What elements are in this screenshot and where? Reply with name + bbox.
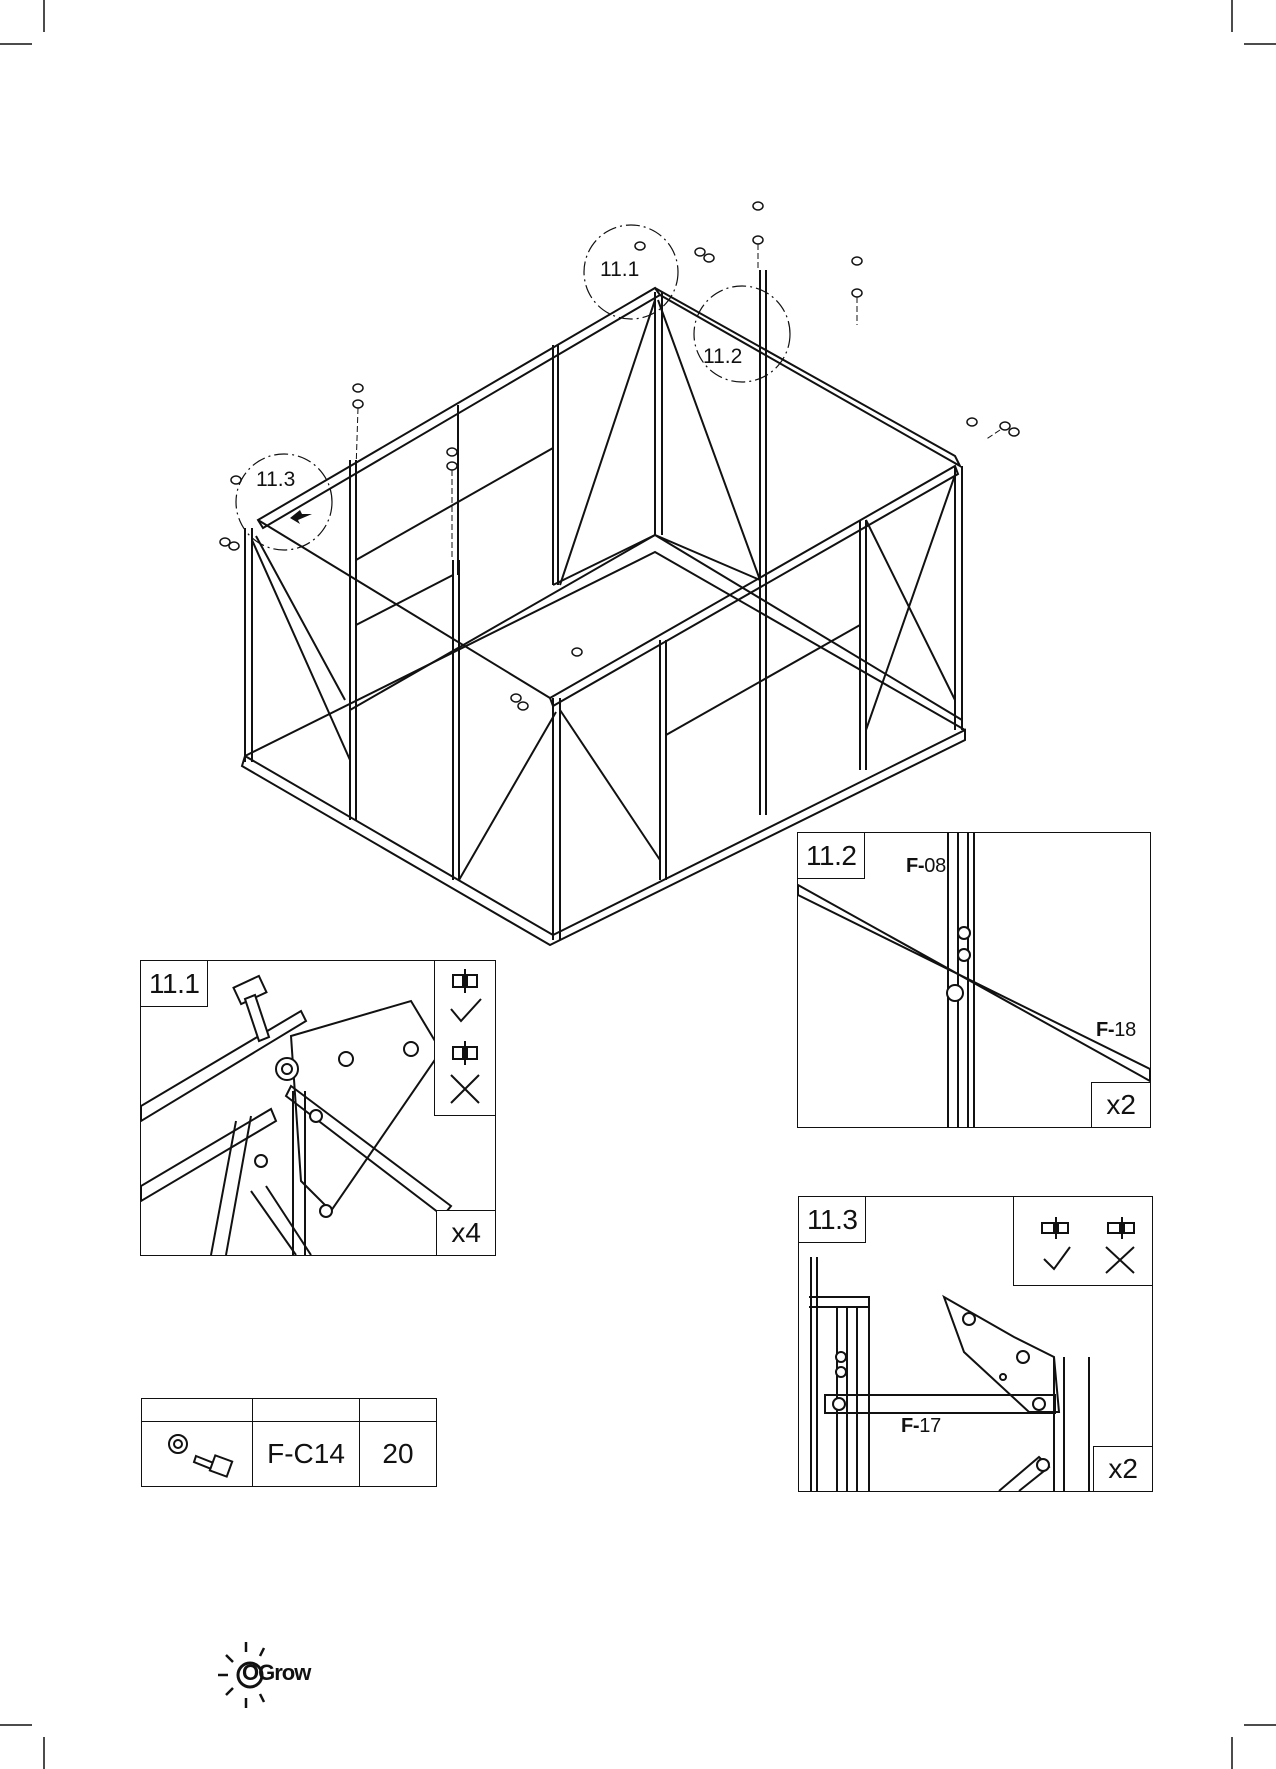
part-prefix: F- (1096, 1019, 1114, 1041)
brand-logo: OGrow (216, 1640, 336, 1710)
detail-tag: 11.3 (798, 1196, 866, 1243)
callout-label: 11.2 (703, 345, 742, 369)
nut-bolt-icon (142, 1422, 253, 1487)
parts-table-header-row (142, 1399, 437, 1422)
cross-icon (1106, 1247, 1134, 1273)
quantity-badge: x2 (1091, 1082, 1151, 1128)
parts-table: F-C14 20 (141, 1398, 437, 1487)
part-number: 18 (1114, 1019, 1136, 1041)
orientation-box (1013, 1196, 1153, 1286)
detail-panel-11-3: 11.3 F-17 x2 (798, 1196, 1153, 1492)
detail-tag: 11.2 (797, 832, 865, 879)
check-icon (451, 999, 481, 1021)
part-code: F-C14 (253, 1422, 360, 1487)
part-prefix: F- (901, 1415, 919, 1437)
part-label-f08: F-08 (906, 855, 946, 878)
detail-tag: 11.1 (140, 960, 208, 1007)
quantity-badge: x2 (1093, 1446, 1153, 1492)
cross-icon (451, 1075, 479, 1103)
part-label-f18: F-18 (1096, 1019, 1136, 1042)
orientation-box (434, 960, 496, 1116)
part-prefix: F- (906, 855, 924, 877)
part-count: 20 (360, 1422, 437, 1487)
part-number: 17 (919, 1415, 941, 1437)
part-number: 08 (924, 855, 946, 877)
callout-label: 11.3 (256, 468, 295, 492)
detail-panel-11-2: 11.2 F-08 F-18 x2 (797, 832, 1151, 1128)
hardware-icon (142, 1422, 252, 1486)
parts-table-row: F-C14 20 (142, 1422, 437, 1487)
quantity-badge: x4 (436, 1210, 496, 1256)
orientation-icons (1014, 1197, 1152, 1285)
orientation-icons (435, 961, 495, 1115)
detail-panel-11-1: 11.1 x4 (140, 960, 496, 1256)
check-icon (1044, 1247, 1070, 1269)
callout-label: 11.1 (600, 258, 639, 282)
part-label-f17: F-17 (901, 1415, 941, 1438)
brand-name: OGrow (242, 1660, 310, 1686)
